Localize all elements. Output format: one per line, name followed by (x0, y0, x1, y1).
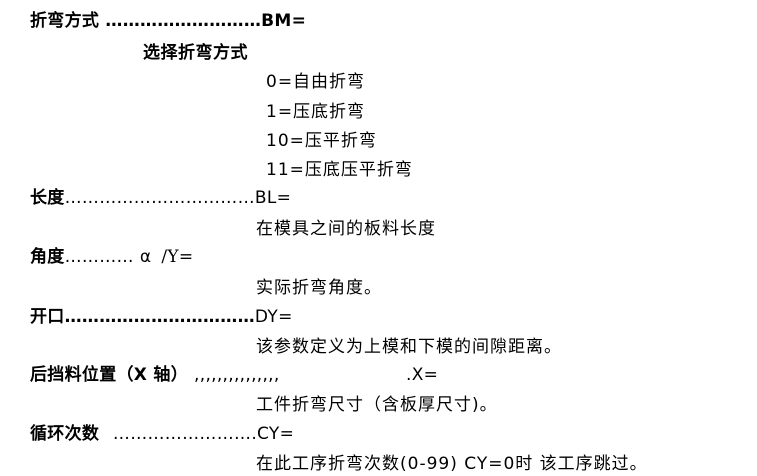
param-leader: …………………………… (64, 307, 255, 327)
param-leader: ……………………… (99, 11, 262, 31)
param-label: 循环次数 (30, 424, 100, 444)
param-code: DY= (254, 307, 293, 327)
param-backgauge: 后挡料位置（X 轴）,,,,,,,,,,,,,,, (30, 367, 280, 384)
param-angle: 角度…………α/Y= (30, 249, 193, 266)
bend-mode-option: 1=压底折弯 (266, 102, 366, 122)
param-bend-mode: 折弯方式 ………………………BM= (30, 13, 306, 30)
bend-mode-option: 10=压平折弯 (266, 131, 377, 151)
param-label: 角度 (30, 247, 65, 267)
param-label: 长度 (30, 188, 65, 208)
param-label: 折弯方式 (30, 11, 100, 31)
param-label: 后挡料位置（X 轴） (30, 365, 189, 385)
param-code-alpha: α (139, 247, 152, 267)
param-code: /Y= (161, 247, 194, 267)
param-label: 开口 (30, 307, 65, 327)
param-backgauge-code: .X= (406, 367, 438, 384)
param-leader: ………… (64, 247, 134, 267)
param-code: .X= (406, 365, 439, 385)
param-cycles: 循环次数 …………………….CY= (30, 426, 294, 443)
bend-mode-option: 0=自由折弯 (266, 72, 366, 92)
param-backgauge-desc: 工件折弯尺寸（含板厚尺寸)。 (256, 395, 498, 415)
param-leader: …………………… (107, 424, 252, 444)
param-leader: …………………………… (64, 188, 255, 208)
bend-mode-subheading: 选择折弯方式 (143, 43, 248, 63)
param-leader: ,,,,,,,,,,,,,,, (194, 365, 280, 385)
param-opening: 开口……………………………DY= (30, 309, 293, 326)
param-length-desc: 在模具之间的板料长度 (256, 219, 436, 239)
param-code: BM= (261, 11, 307, 31)
param-length: 长度……………………………BL= (30, 190, 291, 207)
param-code: .CY= (251, 424, 295, 444)
param-cycles-desc: 在此工序折弯次数(0-99) CY=0时 该工序跳过。 (256, 454, 648, 474)
bend-mode-option: 11=压底压平折弯 (266, 160, 413, 180)
param-code: BL= (254, 188, 292, 208)
param-angle-desc: 实际折弯角度。 (256, 278, 382, 298)
param-opening-desc: 该参数定义为上模和下模的间隙距离。 (256, 337, 562, 357)
